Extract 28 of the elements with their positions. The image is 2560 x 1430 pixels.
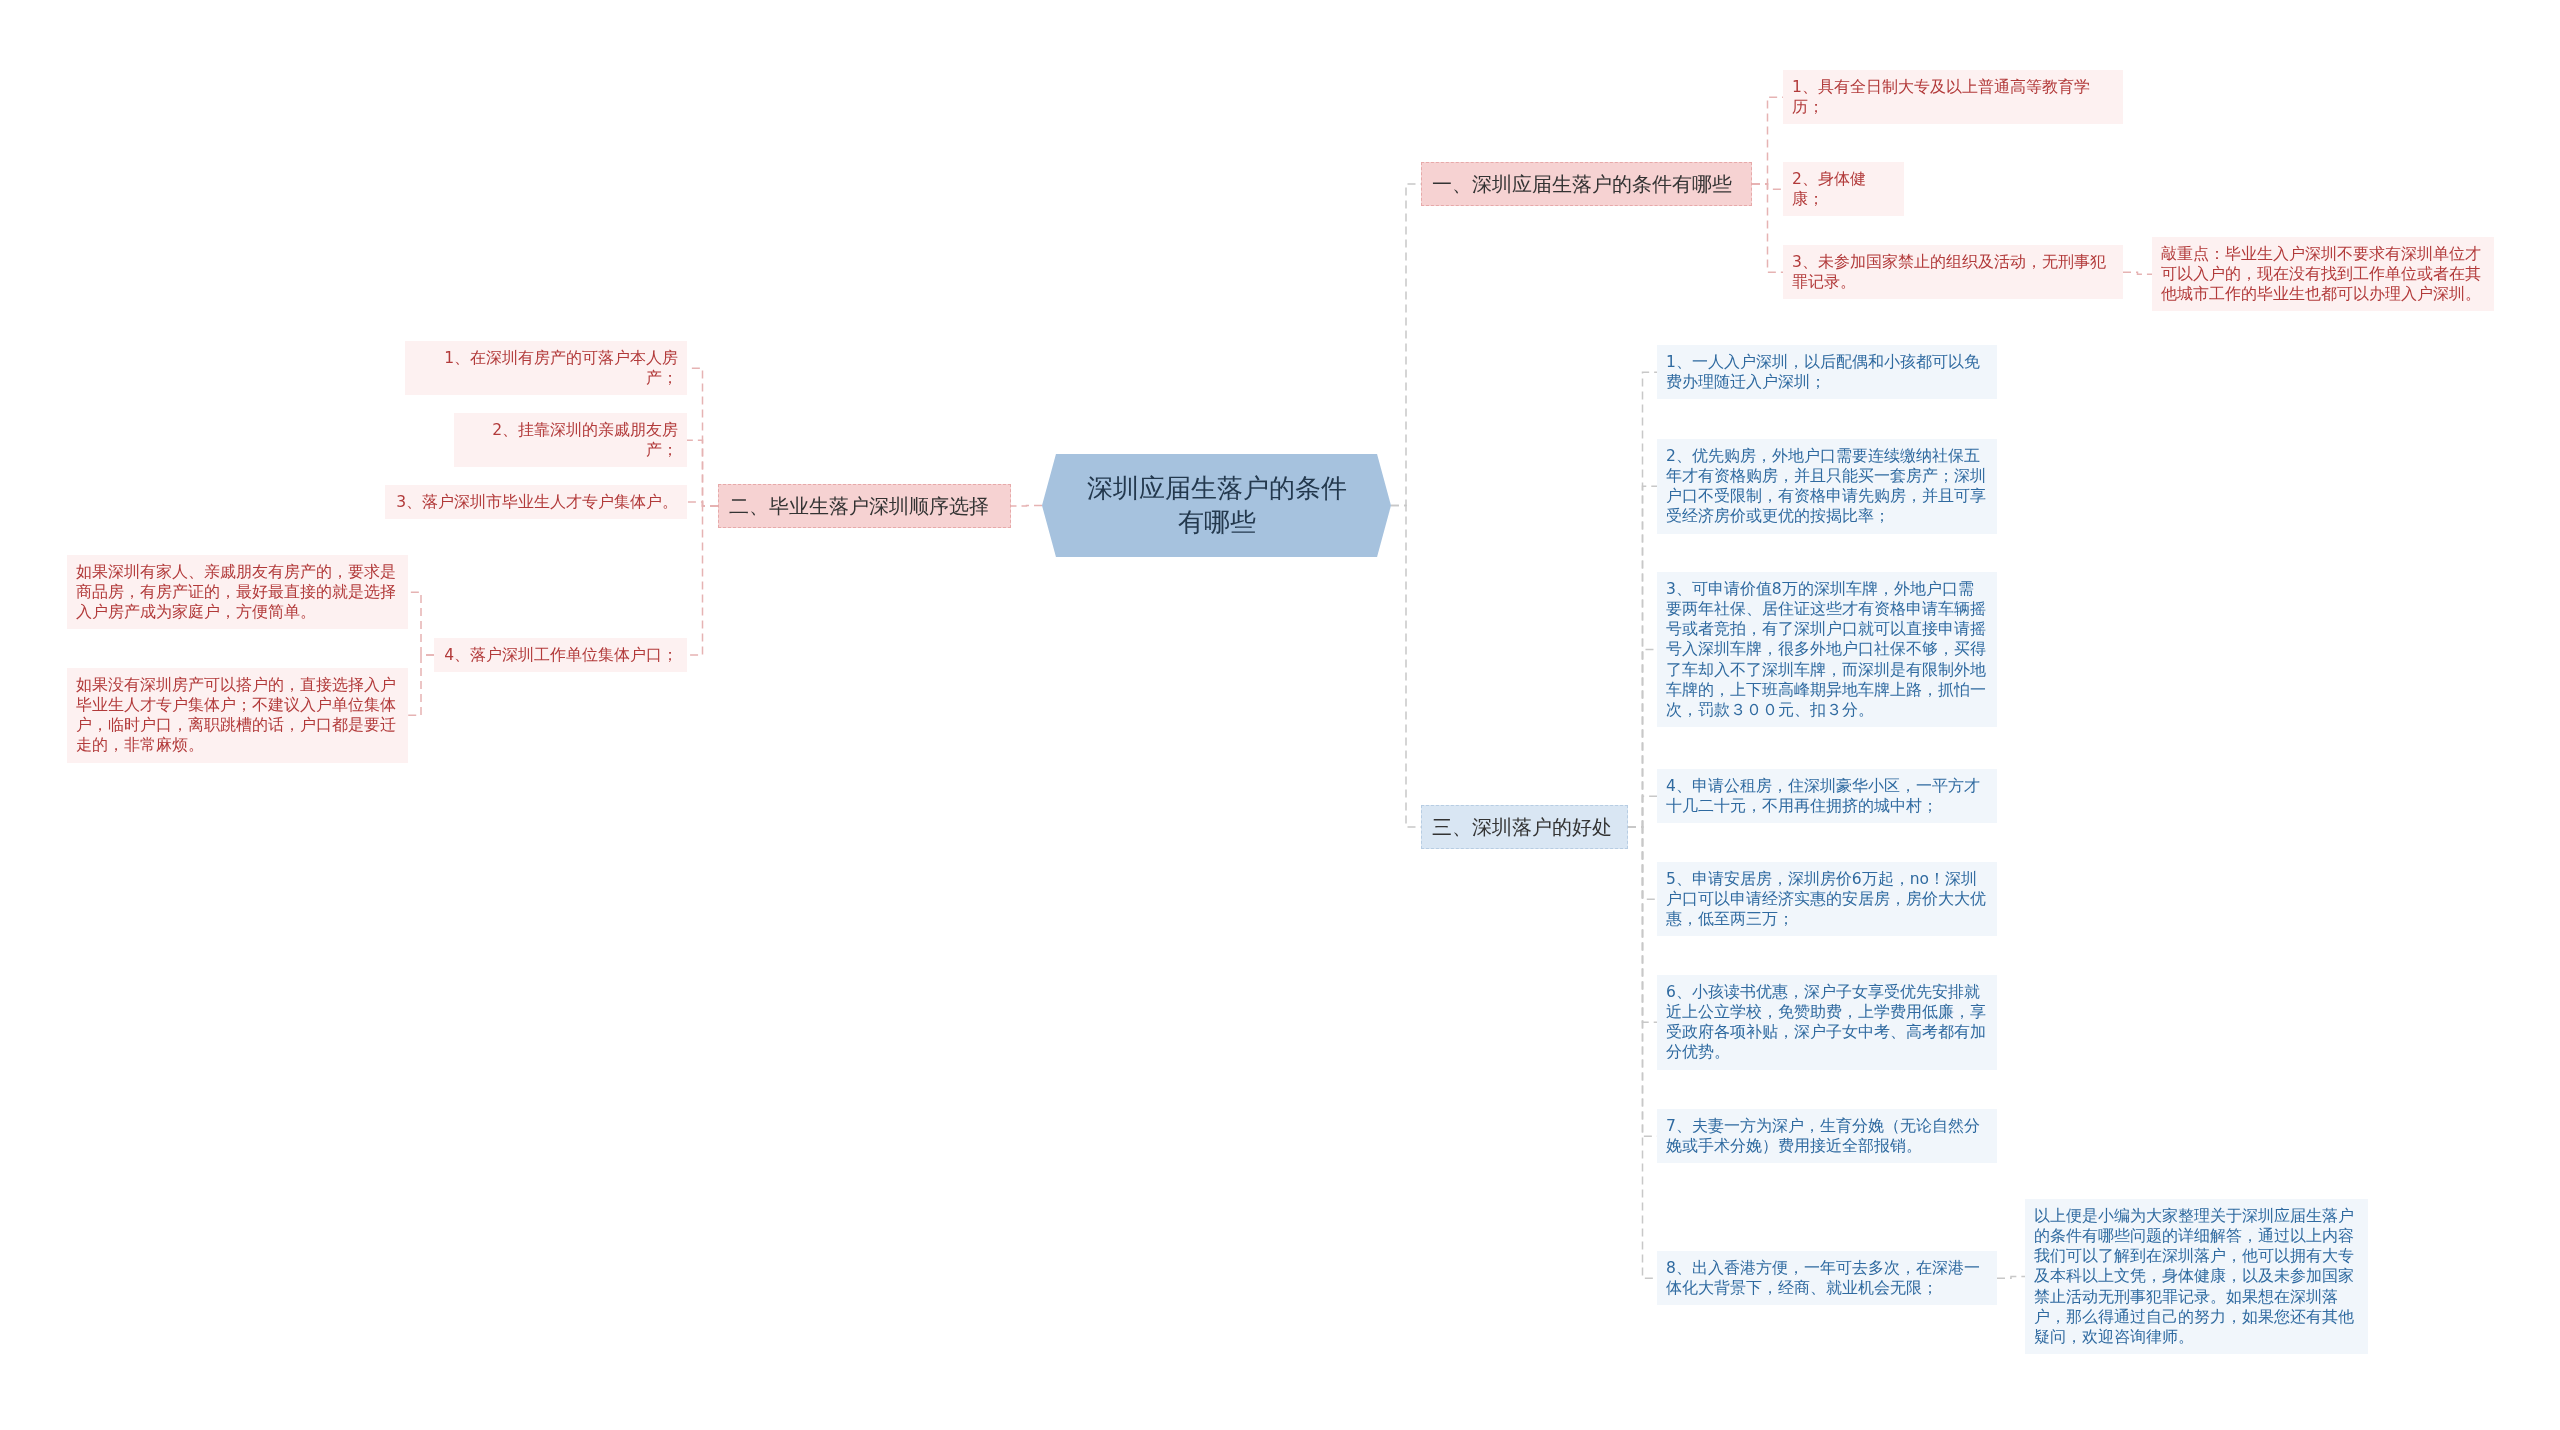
option-item: 1、在深圳有房产的可落户本人房产； (405, 341, 687, 396)
connector-line (407, 654, 435, 717)
summary-box: 以上便是小编为大家整理关于深圳应届生落户的条件有哪些问题的详细解答，通过以上内容我们可以了解到在深圳落户，他可以拥有大专及本科以上文凭，身体健康，以及未参加国家禁止活动无刑事犯罪记录。如果想在深圳落户，那么得通过自己的努力，如果您还有其他疑问，欢迎咨询律师。 (2025, 1199, 2368, 1354)
option-item: 3、落户深圳市毕业生人才专户集体户。 (385, 485, 687, 520)
benefit-item: 6、小孩读书优惠，深户子女享受优先安排就近上公立学校，免赞助费，上学费用低廉，享受政府各项补贴，深户子女中考、高考都有加分优势。 (1657, 975, 1997, 1070)
note-box: 如果深圳有家人、亲戚朋友有房产的，要求是商品房，有房产证的，最好最直接的就是选择入户房产成为家庭户，方便简单。 (67, 555, 408, 630)
benefit-item: 1、一人入户深圳，以后配偶和小孩都可以免费办理随迁入户深圳； (1657, 345, 1997, 400)
benefit-item: 3、可申请价值8万的深圳车牌，外地户口需要两年社保、居住证这些才有资格申请车辆摇号或者竞拍，有了深圳户口就可以直接申请摇号入深圳车牌，很多外地户口社保不够，买得了车却入不了深圳车牌，而深圳是有限制外地车牌的，上下班高峰期异地车牌上路，抓怕一次，罚款３００元、扣３分。 (1657, 572, 1997, 727)
benefit-item: 5、申请安居房，深圳房价6万起，no！深圳户口可以申请经济实惠的安居房，房价大大优惠，低至两三万； (1657, 862, 1997, 937)
connector-line (1751, 183, 1784, 273)
note-box: 如果没有深圳房产可以搭户的，直接选择入户毕业生人才专户集体户；不建议入户单位集体户，临时户口，离职跳槽的话，户口都是要迁走的，非常麻烦。 (67, 668, 408, 763)
benefit-item: 2、优先购房，外地户口需要连续缴纳社保五年才有资格购房，并且只能买一套房产；深圳户口不受限制，有资格申请先购房，并且可享受经济房价或更优的按揭比率； (1657, 439, 1997, 534)
option-item: 2、挂靠深圳的亲戚朋友房产； (454, 413, 687, 468)
condition-item: 1、具有全日制大专及以上普通高等教育学历； (1783, 70, 2123, 125)
connector-line (1010, 504, 1043, 507)
connector-line (2122, 271, 2153, 275)
note-box: 敲重点：毕业生入户深圳不要求有深圳单位才可以入户的，现在没有找到工作单位或者在其他城市工作的毕业生也都可以办理入户深圳。 (2152, 237, 2494, 312)
connector-line (1996, 1275, 2026, 1279)
benefit-item: 8、出入香港方便，一年可去多次，在深港一体化大背景下，经商、就业机会无限； (1657, 1251, 1997, 1306)
option-item: 4、落户深圳工作单位集体户口； (434, 638, 687, 673)
benefit-item: 7、夫妻一方为深户，生育分娩（无论自然分娩或手术分娩）费用接近全部报销。 (1657, 1109, 1997, 1164)
branch-topic: 一、深圳应届生落户的条件有哪些 (1421, 162, 1752, 206)
central-topic: 深圳应届生落户的条件有哪些 (1042, 454, 1391, 557)
branch-topic: 三、深圳落户的好处 (1421, 805, 1628, 849)
benefit-item: 4、申请公租房，住深圳豪华小区，一平方才十几二十元，不用再住拥挤的城中村； (1657, 769, 1997, 824)
condition-item: 3、未参加国家禁止的组织及活动，无刑事犯罪记录。 (1783, 245, 2123, 300)
condition-item: 2、身体健康； (1783, 162, 1904, 217)
branch-topic: 二、毕业生落户深圳顺序选择 (718, 484, 1011, 528)
